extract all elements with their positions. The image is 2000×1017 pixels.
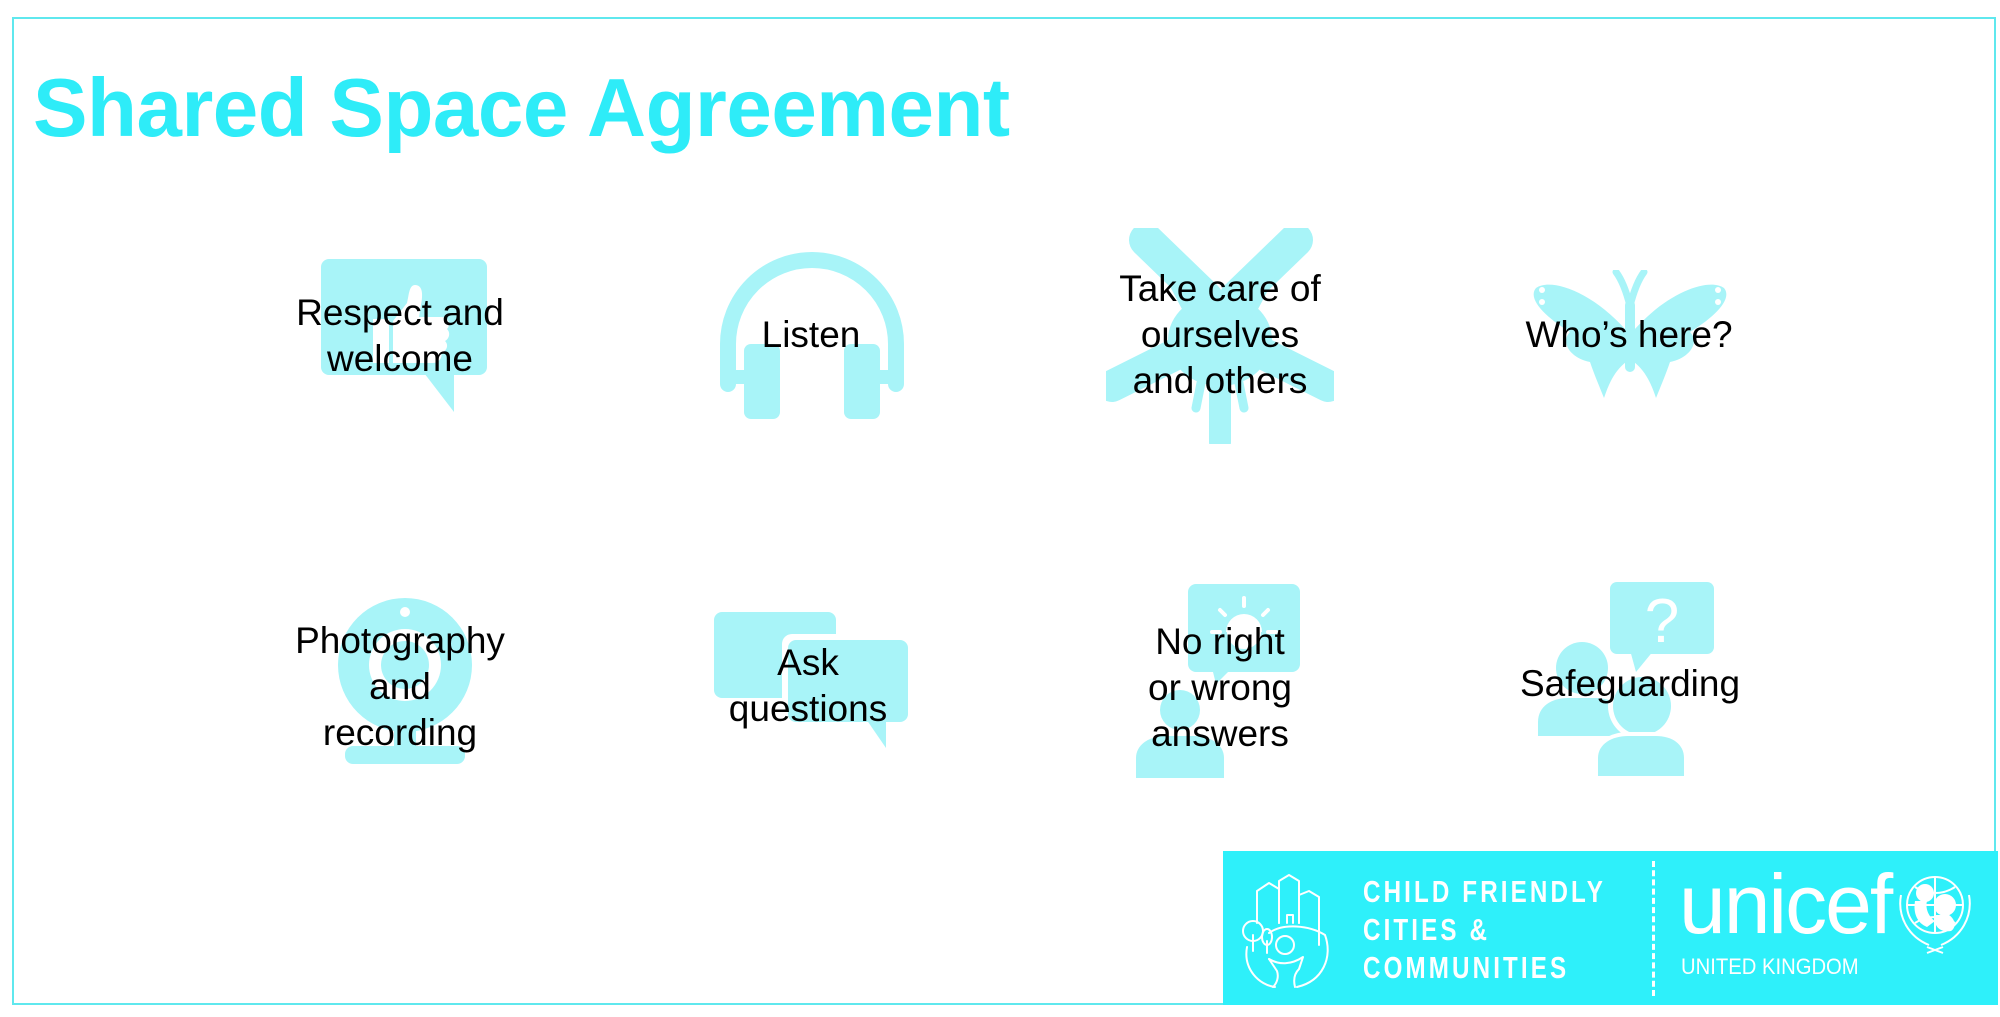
item-label-whos-here: Who’s here? bbox=[1525, 312, 1732, 358]
label-line: Photography bbox=[295, 620, 505, 661]
label-line: recording bbox=[322, 712, 478, 753]
item-label-listen: Listen bbox=[762, 312, 861, 358]
label-line: and others bbox=[1132, 360, 1308, 401]
cfcc-line: COMMUNITIES bbox=[1363, 950, 1570, 985]
item-label-photography: Photography and recording bbox=[295, 618, 505, 756]
footer-logo-band: CHILD FRIENDLY CITIES & COMMUNITIES unic… bbox=[1223, 851, 1998, 1005]
label-line: welcome bbox=[327, 338, 473, 379]
item-label-ask-questions: Ask questions bbox=[729, 640, 887, 732]
label-line: Respect and bbox=[296, 292, 504, 333]
label-line: questions bbox=[728, 688, 888, 729]
person-idea-bubble-icon bbox=[1136, 584, 1302, 778]
headphones-icon bbox=[718, 252, 906, 419]
label-line: Who’s here? bbox=[1525, 314, 1733, 355]
joined-hands-icon bbox=[1106, 228, 1334, 444]
cfcc-line: CHILD FRIENDLY bbox=[1363, 874, 1606, 909]
two-speech-bubbles-icon bbox=[714, 612, 910, 750]
label-line: Take care of bbox=[1119, 268, 1321, 309]
thumbs-up-speech-bubble-icon bbox=[321, 259, 489, 412]
people-question-bubble-icon: ? bbox=[1538, 582, 1716, 778]
unicef-emblem-icon bbox=[1893, 865, 1977, 955]
label-line: or wrong bbox=[1148, 667, 1292, 708]
child-friendly-cities-logo-icon bbox=[1239, 873, 1339, 989]
item-label-no-right-or-wrong: No right or wrong answers bbox=[1148, 619, 1292, 757]
child-friendly-cities-wordmark: CHILD FRIENDLY CITIES & COMMUNITIES bbox=[1363, 873, 1606, 987]
label-line: Ask bbox=[777, 642, 839, 683]
item-label-take-care: Take care of ourselves and others bbox=[1119, 266, 1321, 404]
label-line: Safeguarding bbox=[1519, 663, 1741, 704]
unicef-country-label: UNITED KINGDOM bbox=[1681, 954, 1859, 979]
webcam-icon bbox=[336, 598, 474, 764]
unicef-wordmark: unicef bbox=[1679, 857, 1893, 951]
logo-divider bbox=[1652, 861, 1655, 996]
cfcc-line: CITIES & bbox=[1363, 912, 1491, 947]
label-line: ourselves bbox=[1140, 314, 1300, 355]
label-line: and bbox=[369, 666, 431, 707]
svg-text:?: ? bbox=[1645, 587, 1679, 656]
label-line: Listen bbox=[761, 314, 861, 355]
item-label-respect-and-welcome: Respect and welcome bbox=[296, 290, 504, 382]
slide-title: Shared Space Agreement bbox=[33, 61, 1010, 154]
item-label-safeguarding: Safeguarding bbox=[1520, 661, 1740, 707]
slide-frame bbox=[12, 17, 1996, 1005]
butterfly-icon bbox=[1530, 270, 1730, 400]
label-line: answers bbox=[1151, 713, 1289, 754]
label-line: No right bbox=[1155, 621, 1285, 662]
